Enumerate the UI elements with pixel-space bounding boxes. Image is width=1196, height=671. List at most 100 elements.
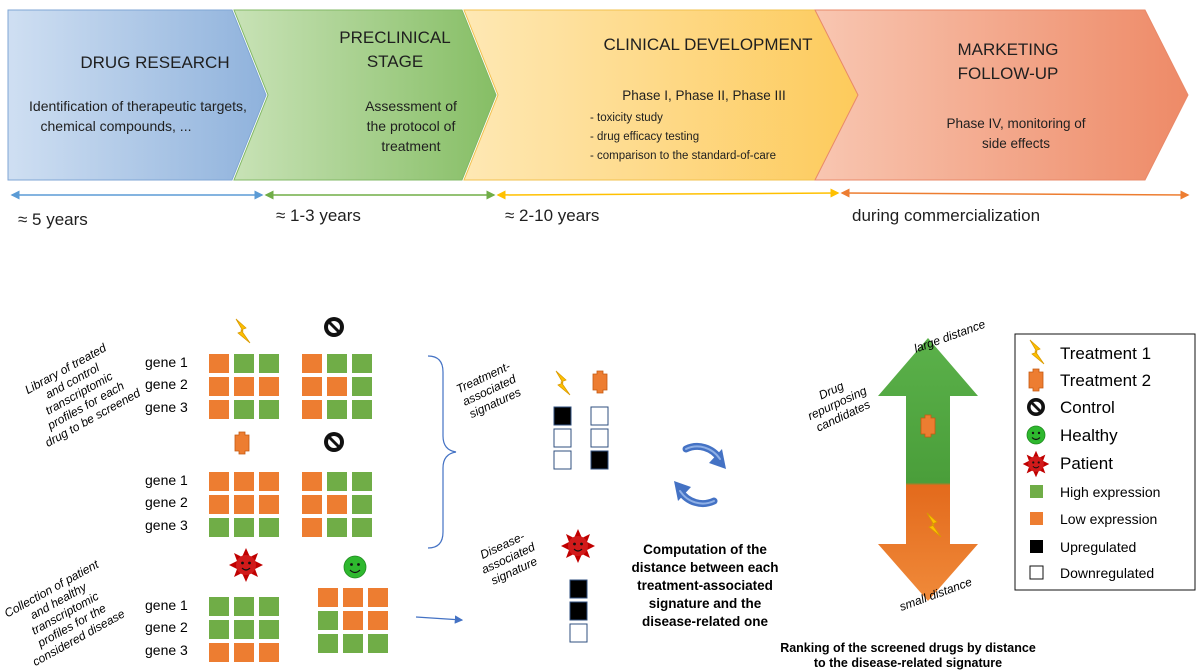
lightning-icon <box>235 318 251 344</box>
signature-columns <box>553 406 609 643</box>
low-expression-cell <box>209 400 229 419</box>
legend-label-high: High expression <box>1060 484 1160 500</box>
high-expression-cell <box>234 400 254 419</box>
downregulated-cell <box>590 406 609 426</box>
stage-drug-research-desc-2: chemical compounds, ... <box>41 118 192 134</box>
stage-clinical-bullet-1: - toxicity study <box>590 112 663 124</box>
upregulated-cell <box>553 406 572 426</box>
duration-arrow-marketing <box>840 188 1190 200</box>
disease-signature-label: Disease- associated signature <box>478 529 540 588</box>
downregulated-cell <box>569 623 588 643</box>
pill-icon <box>920 414 936 438</box>
pill-icon <box>592 370 608 394</box>
stage-preclinical-shape <box>233 9 497 181</box>
signature-disease <box>569 579 588 643</box>
low-expression-cell <box>234 377 254 396</box>
low-expression-cell <box>318 588 338 607</box>
low-expression-cell <box>327 377 347 396</box>
matrix-control2 <box>302 472 372 537</box>
stage-clinical-bullet-2: - drug efficacy testing <box>590 131 699 143</box>
expression-matrices <box>209 354 388 662</box>
legend-label-down: Downregulated <box>1060 565 1154 581</box>
low-expression-cell <box>302 354 322 373</box>
high-expression-cell <box>209 620 229 639</box>
patient-virus-icon <box>561 529 595 563</box>
stage-preclinical-desc-1: Assessment of <box>365 98 457 114</box>
orange-square-icon <box>1030 512 1043 525</box>
gene-labels-group-2: gene 1 gene 2 gene 3 <box>145 472 188 533</box>
stage-preclinical-desc-2: the protocol of <box>367 118 456 134</box>
green-square-icon <box>1030 485 1043 498</box>
high-expression-cell <box>352 377 372 396</box>
duration-label-research: ≈ 5 years <box>18 210 88 229</box>
high-expression-cell <box>368 634 388 653</box>
gene-label: gene 1 <box>145 472 188 488</box>
high-expression-cell <box>234 620 254 639</box>
computation-text-line-5: disease-related one <box>642 614 769 629</box>
downregulated-cell <box>553 428 572 448</box>
gene-label: gene 3 <box>145 399 188 415</box>
stage-clinical-title: CLINICAL DEVELOPMENT <box>603 35 812 54</box>
computation-text-line-1: Computation of the <box>643 542 767 557</box>
high-expression-cell <box>318 611 338 630</box>
computation-text-line-3: treatment-associated <box>637 578 773 593</box>
control-icon <box>324 432 344 452</box>
distance-arrow <box>878 338 978 601</box>
gene-label: gene 3 <box>145 642 188 658</box>
timeline: DRUG RESEARCH Identification of therapeu… <box>7 9 1190 229</box>
lightning-icon <box>926 512 942 538</box>
low-expression-cell <box>343 588 363 607</box>
library-label: Library of treated and control transcrip… <box>22 340 143 449</box>
low-expression-cell <box>234 643 254 662</box>
pill-icon <box>1028 368 1044 392</box>
matrix-control1 <box>302 354 372 419</box>
legend: Treatment 1 Treatment 2 Control Healthy … <box>1014 333 1196 591</box>
low-expression-cell <box>259 643 279 662</box>
duration-label-clinical: ≈ 2-10 years <box>505 206 599 225</box>
gene-label: gene 2 <box>145 494 188 510</box>
low-expression-cell <box>209 354 229 373</box>
high-expression-cell <box>327 354 347 373</box>
stage-drug-research-desc-1: Identification of therapeutic targets, <box>29 98 247 114</box>
ranking-text-line-1: Ranking of the screened drugs by distanc… <box>780 641 1036 655</box>
high-expression-cell <box>352 518 372 537</box>
legend-label-treatment1: Treatment 1 <box>1060 344 1151 363</box>
computation-text-line-4: signature and the <box>649 596 762 611</box>
low-expression-cell <box>327 495 347 514</box>
matrix-patient <box>209 597 279 662</box>
high-expression-cell <box>352 400 372 419</box>
low-expression-cell <box>209 495 229 514</box>
gene-label: gene 2 <box>145 619 188 635</box>
patient-virus-icon <box>1022 450 1050 478</box>
low-expression-cell <box>368 611 388 630</box>
high-expression-cell <box>234 518 254 537</box>
stage-drug-research-title: DRUG RESEARCH <box>80 53 229 72</box>
gene-label: gene 3 <box>145 517 188 533</box>
patient-virus-icon <box>229 548 263 582</box>
legend-label-up: Upregulated <box>1060 539 1136 555</box>
lightning-icon <box>1029 339 1045 365</box>
stage-preclinical-title-2: STAGE <box>367 52 423 71</box>
downregulated-cell <box>553 450 572 470</box>
stage-drug-research-shape <box>7 9 267 181</box>
gene-label: gene 1 <box>145 597 188 613</box>
low-expression-cell <box>259 472 279 491</box>
low-expression-cell <box>302 518 322 537</box>
low-expression-cell <box>234 495 254 514</box>
compute-cycle-icon <box>674 443 726 507</box>
matrix-treatment1 <box>209 354 279 419</box>
low-expression-cell <box>209 643 229 662</box>
high-expression-cell <box>327 472 347 491</box>
stage-preclinical-desc-3: treatment <box>381 138 440 154</box>
gene-labels-group-3: gene 1 gene 2 gene 3 <box>145 597 188 658</box>
duration-label-marketing: during commercialization <box>852 206 1040 225</box>
low-expression-cell <box>259 495 279 514</box>
stage-marketing-title-1: MARKETING <box>957 40 1058 59</box>
low-expression-cell <box>302 472 322 491</box>
gene-labels-group-1: gene 1 gene 2 gene 3 <box>145 354 188 415</box>
high-expression-cell <box>234 354 254 373</box>
low-expression-cell <box>234 472 254 491</box>
stage-clinical-desc: Phase I, Phase II, Phase III <box>622 88 786 103</box>
low-expression-cell <box>368 588 388 607</box>
high-expression-cell <box>209 597 229 616</box>
